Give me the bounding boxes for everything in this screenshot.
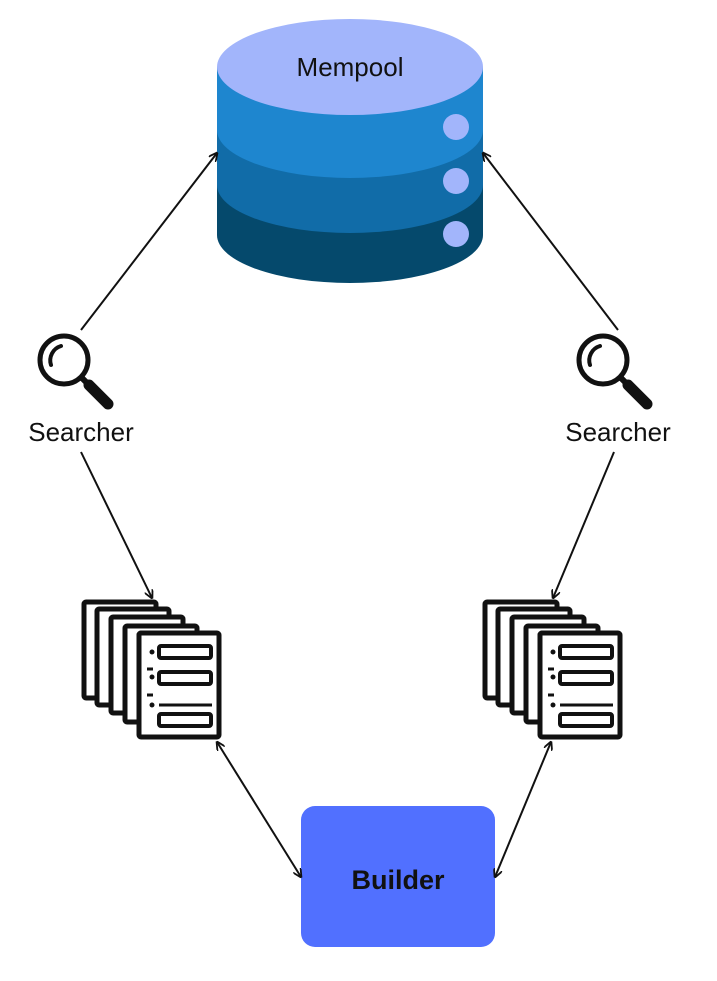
magnifier-icon <box>579 336 647 404</box>
arrow-searcher-right-to-mempool <box>483 153 619 331</box>
mempool-dot <box>443 221 469 247</box>
arrow-searcher-left-to-mempool <box>80 153 217 331</box>
arrow-bundles-left-builder <box>217 742 301 877</box>
mempool-dot <box>443 168 469 194</box>
builder-label: Builder <box>351 865 445 895</box>
mempool-dot <box>443 114 469 140</box>
connectors <box>80 153 619 877</box>
searcher-left-label: Searcher <box>28 417 134 447</box>
magnifier-icon <box>40 336 108 404</box>
searcher-right: Searcher <box>565 336 671 447</box>
arrow-bundles-right-builder <box>495 742 551 877</box>
arrow-searcher-left-to-bundles <box>80 451 152 598</box>
mempool-label: Mempool <box>297 52 404 82</box>
searcher-right-label: Searcher <box>565 417 671 447</box>
document-stack-icon-left <box>84 602 219 737</box>
arrow-searcher-right-to-bundles <box>553 451 615 598</box>
mempool-database-icon: Mempool <box>217 19 483 283</box>
builder-box <box>301 806 495 947</box>
mempool-cap <box>217 19 483 115</box>
searcher-left: Searcher <box>28 336 134 447</box>
builder-node: Builder <box>301 806 495 947</box>
document-stack-icon-right <box>485 602 620 737</box>
